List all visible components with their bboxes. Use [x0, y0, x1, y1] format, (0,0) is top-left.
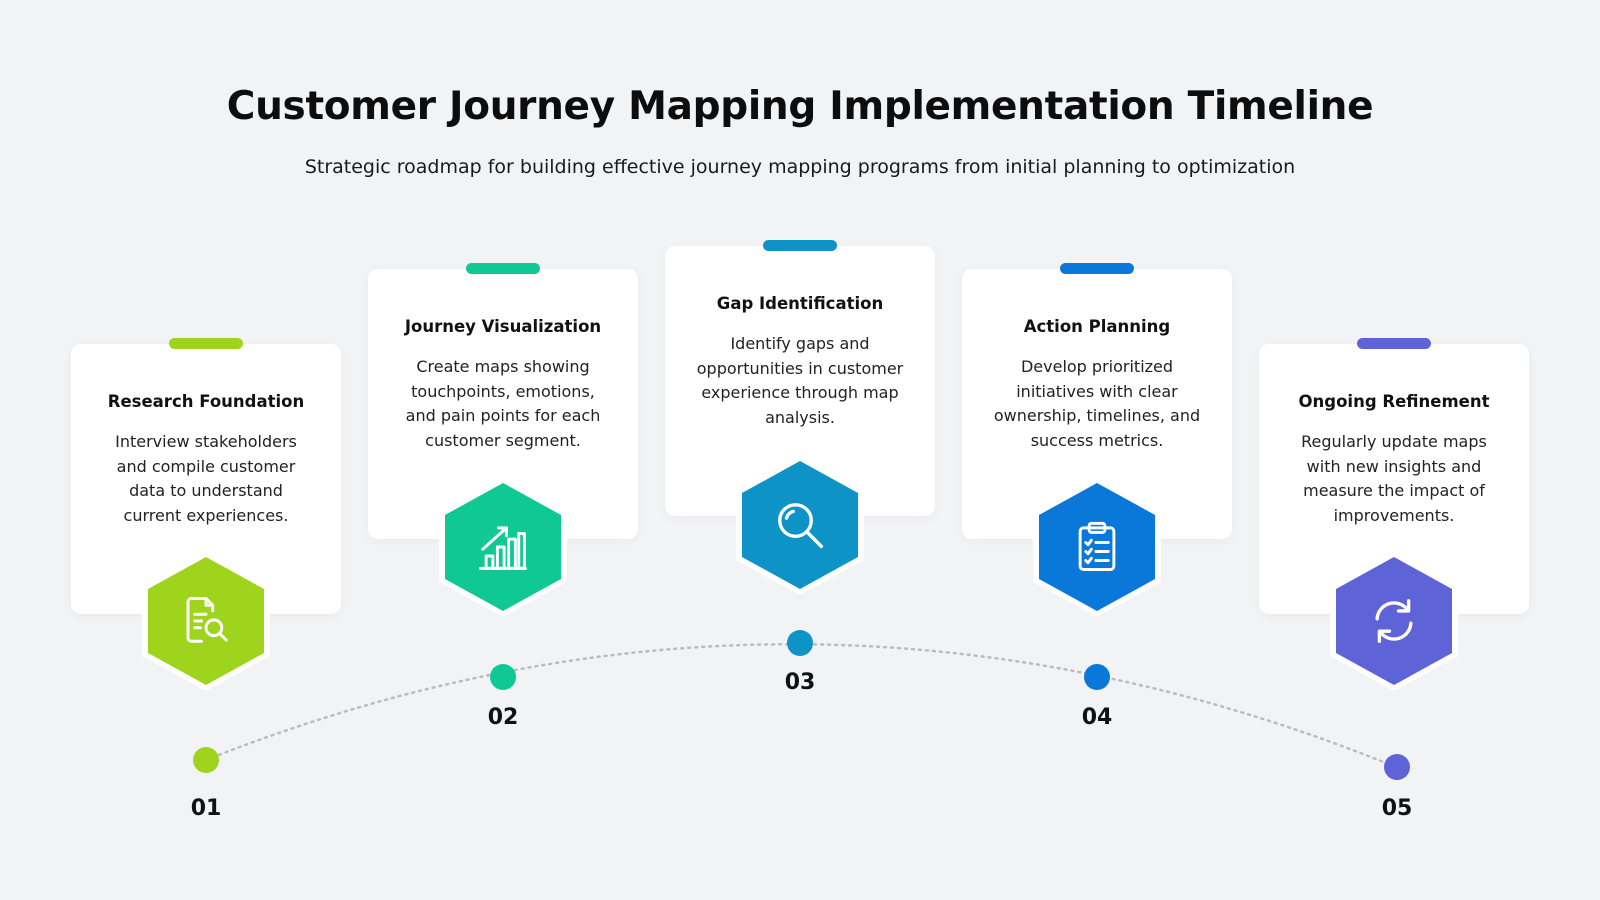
- step-card-gap-identification: Gap Identification Identify gaps and opp…: [665, 240, 935, 516]
- card-accent-bar: [1060, 263, 1134, 274]
- timeline-dot: [787, 630, 813, 656]
- step-card-research-foundation: Research Foundation Interview stakeholde…: [71, 338, 341, 614]
- card-accent-bar: [763, 240, 837, 251]
- step-icon-hexagon: [1330, 551, 1458, 691]
- card-accent-bar: [169, 338, 243, 349]
- card-accent-bar: [466, 263, 540, 274]
- step-card-action-planning: Action Planning Develop prioritized init…: [962, 263, 1232, 539]
- page-subtitle: Strategic roadmap for building effective…: [304, 156, 1296, 178]
- card-title: Journey Visualization: [404, 317, 602, 336]
- card-title: Ongoing Refinement: [1298, 392, 1490, 411]
- step-icon-hexagon: [1033, 477, 1161, 617]
- chart-growth-icon: [479, 526, 527, 570]
- card-accent-bar: [1357, 338, 1431, 349]
- step-number: 05: [1381, 796, 1413, 821]
- card-title: Gap Identification: [716, 294, 884, 313]
- timeline-dot: [490, 664, 516, 690]
- step-icon-hexagon: [736, 455, 864, 595]
- step-number: 04: [1081, 705, 1113, 730]
- card-title: Action Planning: [1023, 317, 1171, 336]
- step-number: 02: [487, 705, 519, 730]
- card-description: Interview stakeholders and compile custo…: [115, 432, 297, 525]
- timeline-dot: [1384, 754, 1410, 780]
- magnifier-icon: [778, 503, 824, 549]
- card-title: Research Foundation: [107, 392, 305, 411]
- page-title: Customer Journey Mapping Implementation …: [226, 84, 1374, 129]
- card-description: Develop prioritized initiatives with cle…: [993, 357, 1201, 450]
- timeline-dot: [193, 747, 219, 773]
- refresh-icon: [1375, 599, 1413, 643]
- step-number: 03: [784, 670, 816, 695]
- card-description: Create maps showing touchpoints, emotion…: [405, 357, 601, 450]
- clipboard-checklist-icon: [1078, 521, 1116, 571]
- timeline-dot: [1084, 664, 1110, 690]
- card-description: Regularly update maps with new insights …: [1301, 432, 1487, 525]
- card-description: Identify gaps and opportunities in custo…: [696, 334, 904, 427]
- step-number: 01: [190, 796, 222, 821]
- document-search-icon: [186, 597, 228, 643]
- step-card-journey-visualization: Journey Visualization Create maps showin…: [368, 263, 638, 539]
